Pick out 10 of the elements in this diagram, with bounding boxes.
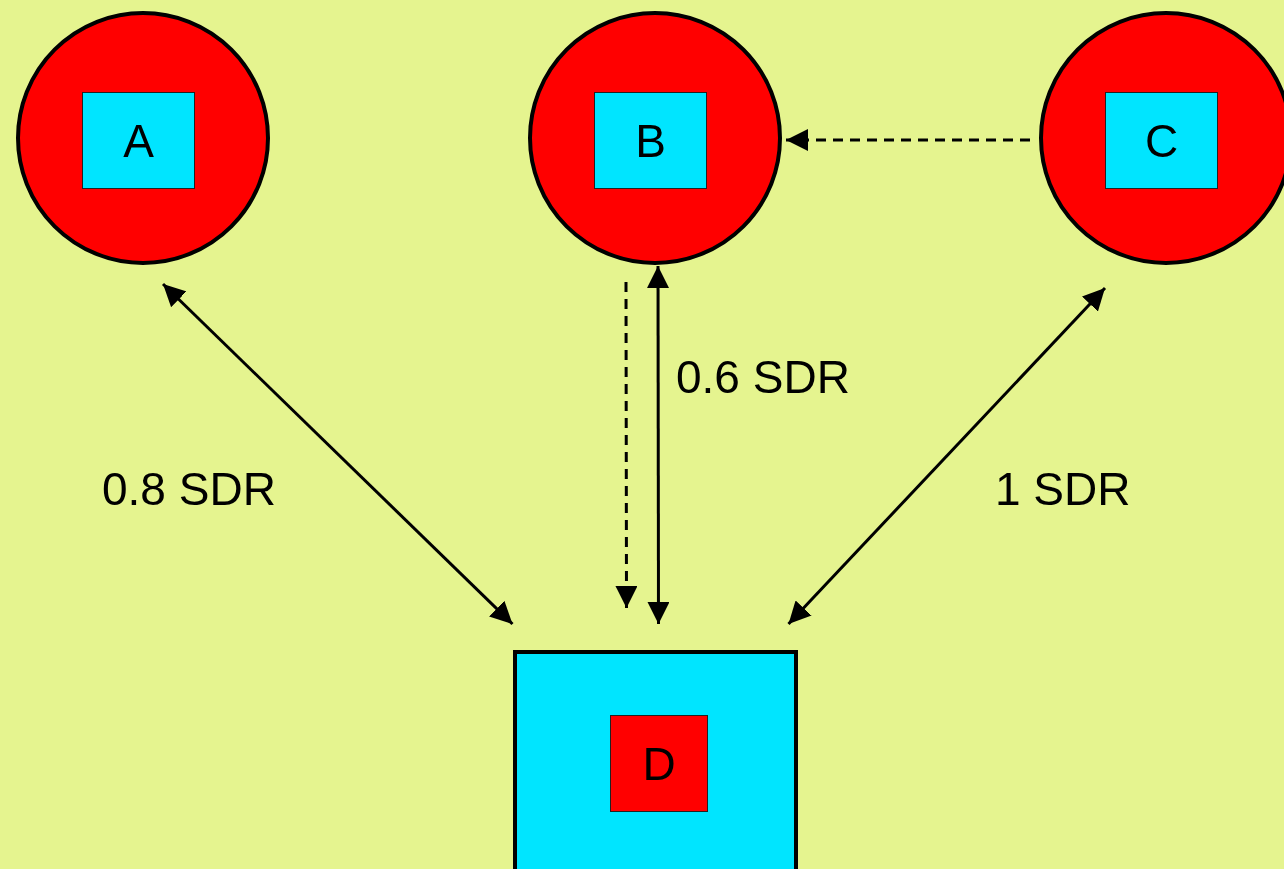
- letter-box: C: [1105, 92, 1218, 189]
- arrow: [615, 282, 638, 608]
- arrow: [647, 266, 670, 624]
- letter-box: A: [82, 92, 195, 189]
- letter-box: B: [594, 92, 707, 189]
- arrow: [787, 286, 1107, 626]
- arrow: [161, 282, 514, 626]
- outer-box: [513, 650, 798, 869]
- arrow: [786, 129, 1030, 151]
- letter-box: D: [610, 715, 708, 812]
